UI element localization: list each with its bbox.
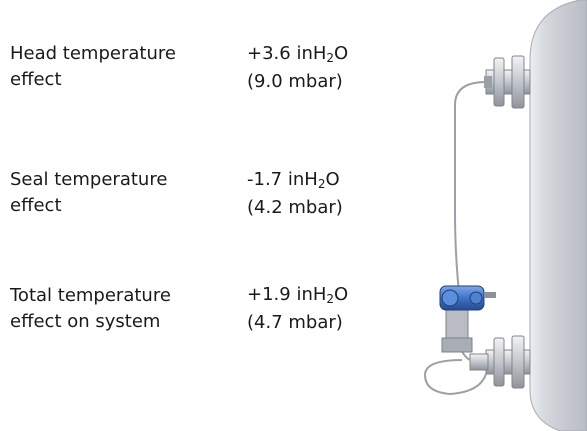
total-temperature-value: +1.9 inH2O (4.7 mbar) bbox=[247, 281, 397, 337]
label-line: Seal temperature bbox=[10, 169, 168, 190]
label-line: Total temperature bbox=[10, 285, 171, 306]
upper-flange-icon bbox=[484, 55, 531, 109]
pressure-transmitter-icon bbox=[439, 285, 496, 353]
total-temperature-label: Total temperature effect on system bbox=[10, 283, 220, 335]
value-number: -1.7 bbox=[247, 169, 283, 190]
value-metric: (4.7 mbar) bbox=[247, 312, 343, 333]
value-imperial: +1.9 inH2O bbox=[247, 281, 397, 309]
value-imperial: +3.6 inH2O bbox=[247, 40, 397, 68]
vessel-icon bbox=[529, 0, 587, 431]
label-line: Head temperature bbox=[10, 43, 176, 64]
value-number: +1.9 bbox=[247, 284, 291, 305]
head-temperature-label: Head temperature effect bbox=[10, 41, 220, 93]
seal-temperature-value: -1.7 inH2O (4.2 mbar) bbox=[247, 166, 397, 222]
label-line: effect bbox=[10, 195, 62, 216]
label-line: effect on system bbox=[10, 311, 161, 332]
lower-flange-icon bbox=[469, 335, 531, 389]
value-imperial: -1.7 inH2O bbox=[247, 166, 397, 194]
capillary-line-lower bbox=[423, 359, 487, 396]
seal-temperature-label: Seal temperature effect bbox=[10, 167, 220, 219]
value-unit: inH2O bbox=[296, 284, 349, 306]
value-unit: inH2O bbox=[287, 169, 340, 191]
value-metric: (4.2 mbar) bbox=[247, 197, 343, 218]
head-temperature-value: +3.6 inH2O (9.0 mbar) bbox=[247, 40, 397, 96]
value-metric: (9.0 mbar) bbox=[247, 71, 343, 92]
value-unit: inH2O bbox=[296, 43, 349, 65]
label-line: effect bbox=[10, 69, 62, 90]
value-number: +3.6 bbox=[247, 43, 291, 64]
